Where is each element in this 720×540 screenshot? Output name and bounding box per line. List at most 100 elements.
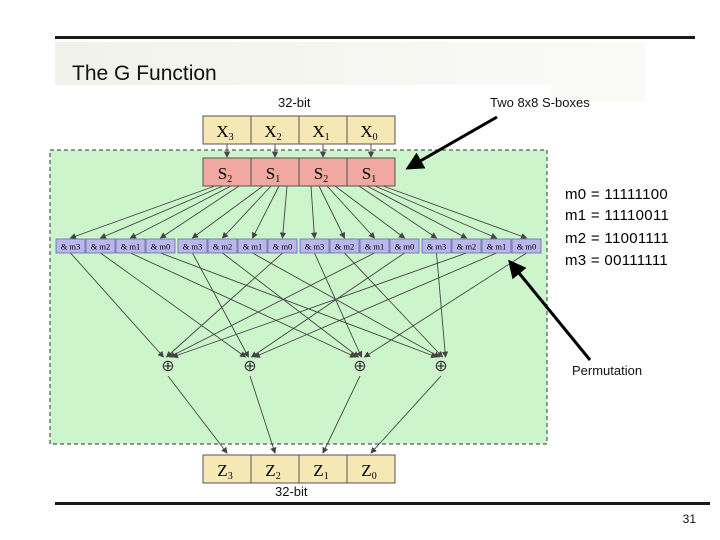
sbox-to-mask-wire-0-2 [129, 185, 232, 239]
sbox-to-mask-wire-1-2 [252, 185, 280, 239]
sbox-to-mask-wire-0-3 [159, 185, 240, 239]
bottom-rule [55, 502, 710, 505]
xor-to-output-wire-3 [370, 375, 442, 454]
perm-wire-1-2 [252, 252, 441, 358]
mask-m1: m1 = 11110011 [565, 207, 670, 224]
input-box-3 [346, 115, 396, 145]
mask-box-3-3 [511, 238, 542, 254]
permutation-callout-label: Permutation [572, 363, 643, 378]
sbox-to-mask-wire-3-0 [358, 185, 438, 239]
input-box-1 [250, 115, 300, 145]
sbox-to-mask-wire-1-1 [221, 185, 272, 239]
output-label-2: Z1 [313, 461, 328, 482]
mask-label-0-1: & m2 [91, 242, 111, 252]
sboxes-callout-label: Two 8x8 S-boxes [490, 95, 590, 110]
mask-box-1-1 [207, 238, 238, 254]
perm-wire-1-0 [192, 252, 249, 358]
sbox-to-mask-wire-2-3 [334, 185, 406, 239]
mask-label-3-0: & m3 [427, 242, 447, 252]
sbox-label-3: S1 [362, 164, 376, 185]
xor-node-2: ⊕ [353, 358, 366, 375]
output-label-3: Z0 [361, 461, 376, 482]
mask-label-3-2: & m1 [487, 242, 507, 252]
input-label-3: X0 [360, 122, 377, 143]
sbox-label-1: S1 [266, 164, 280, 185]
input-label-1: X2 [264, 122, 281, 143]
perm-wire-3-3 [363, 252, 527, 358]
perm-wire-2-0 [314, 252, 363, 358]
sbox-to-mask-wire-0-1 [99, 185, 224, 239]
mask-m0: m0 = 11111100 [565, 186, 669, 203]
output-box-2 [298, 454, 348, 484]
output-box-0 [202, 454, 252, 484]
mask-label-1-1: & m2 [213, 242, 233, 252]
mask-label-2-0: & m3 [305, 242, 325, 252]
mask-box-0-3 [145, 238, 176, 254]
sbox-label-2: S2 [314, 164, 328, 185]
sbox-3 [346, 157, 396, 187]
output-box-3 [346, 454, 396, 484]
sbox-to-mask-wire-2-2 [326, 185, 376, 239]
sbox-to-mask-wire-0-0 [69, 185, 216, 240]
sbox-callout-arrow [405, 115, 498, 170]
sbox-2 [298, 157, 348, 187]
xor-node-0: ⊕ [161, 358, 174, 375]
mask-box-1-0 [177, 238, 208, 254]
sbox-to-mask-wire-1-0 [191, 185, 264, 239]
mask-label-2-2: & m1 [365, 242, 385, 252]
sbox-to-mask-wire-2-0 [310, 185, 318, 239]
mask-box-3-0 [421, 238, 452, 254]
mask-box-0-0 [55, 238, 86, 254]
perm-wire-3-1 [171, 252, 467, 359]
sbox-to-mask-wire-2-1 [318, 185, 345, 239]
output-box-1 [250, 454, 300, 484]
mask-label-1-2: & m1 [243, 242, 263, 252]
mask-box-3-2 [481, 238, 512, 254]
mask-box-2-1 [329, 238, 360, 254]
mask-box-0-2 [115, 238, 146, 254]
perm-wire-2-3 [250, 252, 405, 358]
perm-wire-0-3 [160, 252, 438, 359]
perm-wire-0-2 [130, 252, 357, 358]
mask-label-0-3: & m0 [151, 242, 171, 252]
xor-node-3: ⊕ [434, 358, 447, 375]
mask-box-2-3 [389, 238, 420, 254]
mask-label-2-1: & m2 [335, 242, 355, 252]
mask-box-0-1 [85, 238, 116, 254]
perm-wire-3-0 [436, 252, 449, 358]
slide-title: The G Function [72, 62, 217, 85]
mask-label-1-0: & m3 [183, 242, 203, 252]
top-rule [55, 36, 695, 39]
perm-wire-2-2 [168, 252, 375, 358]
mask-label-0-0: & m3 [61, 242, 81, 252]
input-label-0: X3 [216, 122, 233, 143]
mask-box-2-0 [299, 238, 330, 254]
mask-m3: m3 = 00111111 [565, 252, 669, 269]
page-number: 31 [682, 512, 696, 526]
permutation-callout-arrow [508, 259, 592, 361]
sbox-to-mask-wire-1-3 [279, 185, 288, 239]
mask-label-3-3: & m0 [517, 242, 537, 252]
output-label-0: Z3 [217, 461, 232, 482]
sbox-1 [250, 157, 300, 187]
xor-node-1: ⊕ [243, 358, 256, 375]
mask-m2: m2 = 11001111 [565, 230, 670, 247]
xor-to-output-wire-0 [167, 375, 228, 454]
sbox-to-mask-wire-3-2 [374, 185, 498, 239]
mask-label-3-1: & m2 [457, 242, 477, 252]
mask-box-2-2 [359, 238, 390, 254]
mask-box-1-3 [267, 238, 298, 254]
input-bits-label: 32-bit [278, 95, 311, 110]
xor-to-output-wire-1 [249, 375, 277, 454]
input-box-0 [202, 115, 252, 145]
output-label-1: Z2 [265, 461, 280, 482]
perm-wire-2-1 [344, 252, 444, 358]
sbox-label-0: S2 [218, 164, 232, 185]
perm-wire-1-1 [222, 252, 360, 358]
mask-label-1-3: & m0 [273, 242, 293, 252]
perm-wire-0-0 [70, 252, 165, 358]
mask-label-0-2: & m1 [121, 242, 141, 252]
input-label-2: X1 [312, 122, 329, 143]
xor-to-output-wire-2 [322, 375, 361, 454]
